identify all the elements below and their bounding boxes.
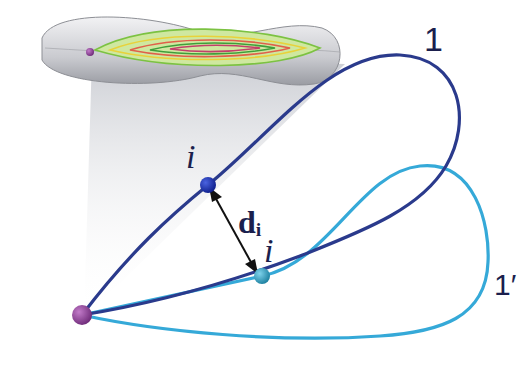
point-i-loop-1: [200, 177, 216, 193]
point-index: i: [264, 234, 273, 268]
loop-1-prime: [82, 166, 488, 339]
point-index: i: [186, 140, 195, 174]
loop-number: 1′: [494, 270, 516, 300]
origin-point: [72, 305, 92, 325]
small-origin-dot: [86, 48, 94, 56]
point-i-loop-1-prime: [254, 268, 270, 284]
flux-contours: [95, 29, 320, 65]
loop-number: 1: [424, 22, 443, 56]
loop-1: [82, 55, 459, 315]
separation-vector: dᵢ: [238, 206, 261, 238]
torus-shape: [42, 17, 340, 85]
